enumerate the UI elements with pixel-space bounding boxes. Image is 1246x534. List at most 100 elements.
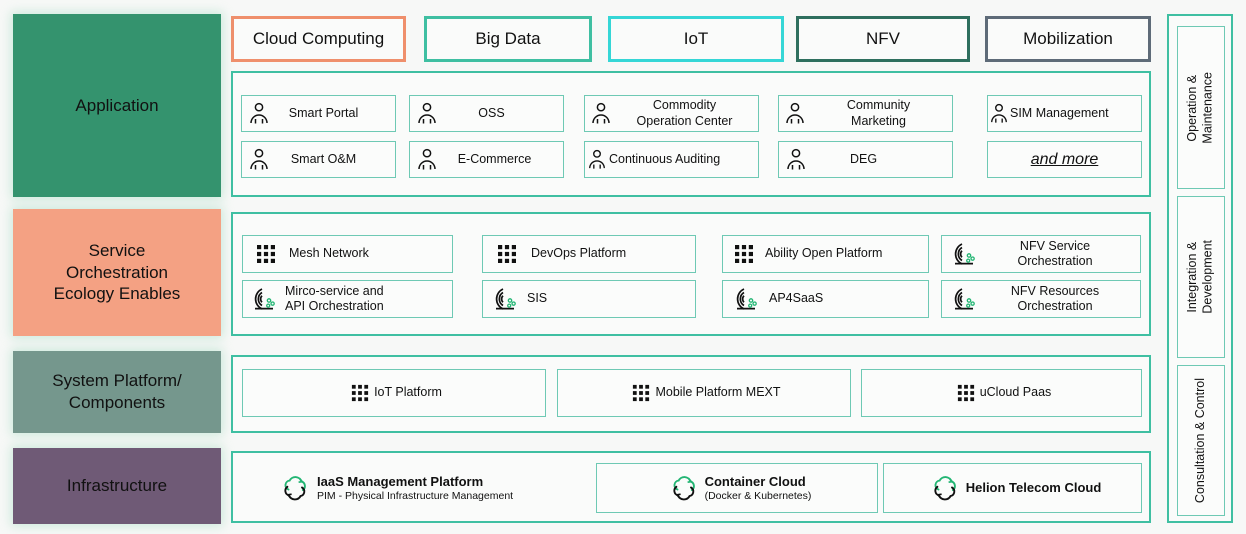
application-item[interactable]: E-Commerce <box>409 141 564 178</box>
application-item-label: Community Marketing <box>846 98 911 128</box>
service-item-label: Mirco-service and API Orchestration <box>285 283 384 313</box>
service-item-label: Mesh Network <box>289 246 369 261</box>
layer-label-application: Application <box>13 14 221 197</box>
infrastructure-item-subtitle: (Docker & Kubernetes) <box>704 489 812 502</box>
person-icon <box>988 102 1010 126</box>
service-item[interactable]: Mirco-service and API Orchestration <box>242 280 453 318</box>
rail-cell-operation-maintenance[interactable]: Operation & Maintenance <box>1177 26 1225 189</box>
rail-cell-label: Consultation & Control <box>1193 377 1208 504</box>
system-item[interactable]: Mobile Platform MEXT <box>557 369 851 417</box>
application-item-label: OSS <box>478 105 505 120</box>
service-item-label: NFV Resources Orchestration <box>1010 283 1100 313</box>
application-item[interactable]: Commodity Operation Center <box>584 95 759 132</box>
application-item[interactable]: DEG <box>778 141 953 178</box>
grid-dots-icon <box>723 244 765 264</box>
layer-label-infrastructure: Infrastructure <box>13 448 221 524</box>
person-icon <box>242 148 276 172</box>
orchestration-icon <box>483 286 527 312</box>
orchestration-icon <box>942 241 986 267</box>
service-item-label: DevOps Platform <box>531 246 627 261</box>
application-item[interactable]: OSS <box>409 95 564 132</box>
application-item[interactable]: Community Marketing <box>778 95 953 132</box>
system-platform-panel: IoT Platform Mobile Platform MEXT <box>231 355 1151 433</box>
service-item-label: NFV Service Orchestration <box>1017 238 1093 268</box>
infrastructure-panel: IaaS Management Platform PIM - Physical … <box>231 451 1151 523</box>
application-item[interactable]: Smart O&M <box>241 141 396 178</box>
system-item-label: IoT Platform <box>374 385 442 400</box>
service-orchestration-panel: Mesh Network DevOps Platform <box>231 212 1151 336</box>
service-item-label: AP4SaaS <box>769 291 824 306</box>
cloud-icon <box>663 475 705 501</box>
infrastructure-item-subtitle: PIM - Physical Infrastructure Management <box>317 489 514 502</box>
orchestration-icon <box>243 286 285 312</box>
person-icon <box>779 102 811 126</box>
application-item-label: Smart O&M <box>290 151 357 166</box>
system-item-label: Mobile Platform MEXT <box>655 385 781 400</box>
infrastructure-item-title: Container Cloud <box>704 473 806 489</box>
application-item-label: DEG <box>849 151 878 166</box>
grid-dots-icon <box>483 244 531 264</box>
person-icon <box>410 102 444 126</box>
service-item[interactable]: Mesh Network <box>242 235 453 273</box>
application-item-label: SIM Management <box>1010 105 1109 120</box>
system-item[interactable]: IoT Platform <box>242 369 546 417</box>
application-item[interactable]: Smart Portal <box>241 95 396 132</box>
grid-dots-icon <box>243 244 289 264</box>
service-item[interactable]: Ability Open Platform <box>722 235 929 273</box>
person-icon <box>585 148 609 172</box>
infrastructure-item[interactable]: Helion Telecom Cloud <box>883 463 1142 513</box>
grid-dots-icon <box>346 384 374 402</box>
service-item[interactable]: AP4SaaS <box>722 280 929 318</box>
tag-label: Mobilization <box>1023 29 1113 48</box>
infrastructure-item-label: Container Cloud (Docker & Kubernetes) <box>705 474 812 503</box>
tag-label: IoT <box>683 29 709 48</box>
layer-label-text: Infrastructure <box>66 476 168 496</box>
side-rail: Operation & Maintenance Integration & De… <box>1167 14 1233 523</box>
application-item-label: E-Commerce <box>457 151 532 166</box>
cloud-icon <box>273 475 317 501</box>
tag-cloud-computing[interactable]: Cloud Computing <box>231 16 406 62</box>
layer-label-system-platform: System Platform/ Components <box>13 351 221 433</box>
service-item-label: Ability Open Platform <box>765 246 883 261</box>
rail-cell-integration-development[interactable]: Integration & Development <box>1177 196 1225 358</box>
rail-cell-label: Integration & Development <box>1185 240 1215 314</box>
cloud-icon <box>924 475 966 501</box>
service-item-label: SIS <box>527 291 548 306</box>
application-item-label: and more <box>1030 150 1099 168</box>
person-icon <box>410 148 444 172</box>
application-panel: Smart Portal OSS <box>231 71 1151 197</box>
person-icon <box>242 102 276 126</box>
tag-nfv[interactable]: NFV <box>796 16 970 62</box>
tag-big-data[interactable]: Big Data <box>424 16 592 62</box>
service-item[interactable]: NFV Resources Orchestration <box>941 280 1141 318</box>
tag-label: NFV <box>866 29 900 48</box>
system-item-label: uCloud Paas <box>979 385 1052 400</box>
infrastructure-item-title: IaaS Management Platform <box>317 473 484 489</box>
system-item[interactable]: uCloud Paas <box>861 369 1142 417</box>
grid-dots-icon <box>627 384 655 402</box>
application-item-label: Continuous Auditing <box>609 151 721 166</box>
infrastructure-item-title: Helion Telecom Cloud <box>965 480 1102 496</box>
infrastructure-item[interactable]: IaaS Management Platform PIM - Physical … <box>273 463 593 513</box>
tag-iot[interactable]: IoT <box>608 16 784 62</box>
layer-label-text: Service Orchestration Ecology Enables <box>53 240 181 304</box>
application-item-label: Commodity Operation Center <box>636 98 733 128</box>
infrastructure-item[interactable]: Container Cloud (Docker & Kubernetes) <box>596 463 878 513</box>
application-item-label: Smart Portal <box>288 105 359 120</box>
service-item[interactable]: DevOps Platform <box>482 235 696 273</box>
application-item[interactable]: SIM Management <box>987 95 1142 132</box>
infrastructure-item-label: IaaS Management Platform PIM - Physical … <box>317 474 593 503</box>
rail-cell-label: Operation & Maintenance <box>1185 71 1215 144</box>
layer-label-service-orchestration: Service Orchestration Ecology Enables <box>13 209 221 336</box>
layer-label-text: System Platform/ Components <box>52 371 182 412</box>
rail-cell-consultation-control[interactable]: Consultation & Control <box>1177 365 1225 516</box>
service-item[interactable]: NFV Service Orchestration <box>941 235 1141 273</box>
application-item[interactable]: Continuous Auditing <box>584 141 759 178</box>
tag-label: Cloud Computing <box>252 29 385 48</box>
layer-label-text: Application <box>75 95 159 115</box>
application-item-and-more[interactable]: and more <box>987 141 1142 178</box>
tag-mobilization[interactable]: Mobilization <box>985 16 1151 62</box>
grid-dots-icon <box>952 384 980 402</box>
person-icon <box>779 148 813 172</box>
service-item[interactable]: SIS <box>482 280 696 318</box>
